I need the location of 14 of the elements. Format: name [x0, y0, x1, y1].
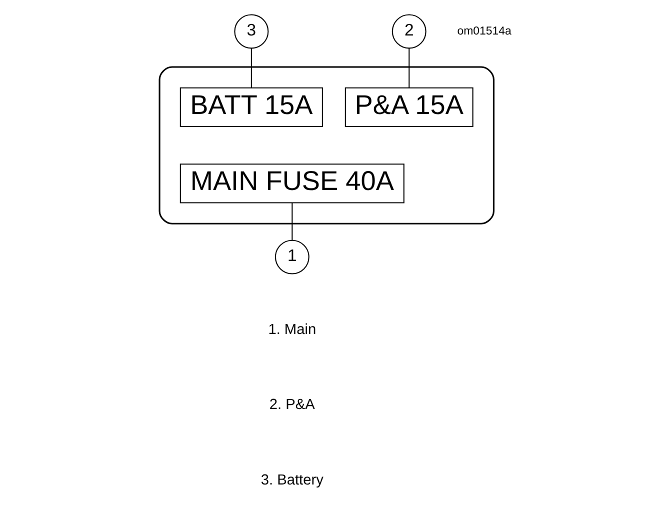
connector [408, 48, 410, 88]
connector [291, 202, 292, 240]
label: 2. P&A [268, 397, 314, 414]
label: 3. Battery [260, 472, 323, 488]
label: 1. Main [268, 322, 316, 338]
node-circle: 2 [391, 14, 426, 49]
label: om01514a [456, 25, 511, 38]
node-box: BATT 15A [179, 87, 322, 128]
node-box: MAIN FUSE 40A [179, 164, 404, 204]
node-circle: 1 [274, 240, 309, 274]
node-box: P&A 15A [344, 87, 473, 128]
cluster [158, 66, 494, 224]
connector [250, 48, 252, 88]
node-circle: 3 [234, 14, 268, 49]
